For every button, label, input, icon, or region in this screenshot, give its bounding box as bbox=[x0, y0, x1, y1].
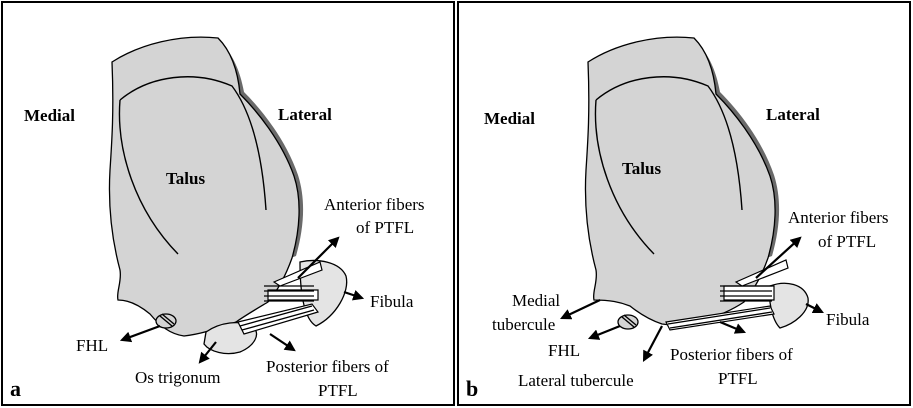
label-os-trigonum-a: Os trigonum bbox=[135, 368, 220, 387]
panel-letter-a: a bbox=[10, 376, 21, 401]
label-anterior-fibers-a-2: of PTFL bbox=[356, 218, 414, 237]
label-fhl-a: FHL bbox=[76, 336, 108, 355]
label-fhl-b: FHL bbox=[548, 341, 580, 360]
panel-a: Medial Lateral Talus Anterior fibers of … bbox=[2, 2, 454, 405]
label-posterior-fibers-b-1: Posterior fibers of bbox=[670, 345, 793, 364]
label-lateral-b: Lateral bbox=[766, 105, 820, 124]
panel-b: Medial Lateral Talus Anterior fibers of … bbox=[458, 2, 910, 405]
ptfl-anterior-fibers-b bbox=[724, 286, 774, 300]
label-posterior-fibers-a-1: Posterior fibers of bbox=[266, 357, 389, 376]
label-fibula-a: Fibula bbox=[370, 292, 414, 311]
label-medial-tubercule-b-1: Medial bbox=[512, 291, 560, 310]
label-talus-a: Talus bbox=[166, 169, 205, 188]
label-medial-a: Medial bbox=[24, 106, 75, 125]
label-lateral-tubercule-b: Lateral tubercule bbox=[518, 371, 634, 390]
label-posterior-fibers-b-2: PTFL bbox=[718, 369, 758, 388]
panel-letter-b: b bbox=[466, 376, 478, 401]
label-medial-tubercule-b-2: tubercule bbox=[492, 315, 555, 334]
label-talus-b: Talus bbox=[622, 159, 661, 178]
label-medial-b: Medial bbox=[484, 109, 535, 128]
label-anterior-fibers-b-1: Anterior fibers bbox=[788, 208, 889, 227]
label-anterior-fibers-b-2: of PTFL bbox=[818, 232, 876, 251]
label-lateral-a: Lateral bbox=[278, 105, 332, 124]
label-anterior-fibers-a-1: Anterior fibers bbox=[324, 195, 425, 214]
label-fibula-b: Fibula bbox=[826, 310, 870, 329]
label-posterior-fibers-a-2: PTFL bbox=[318, 381, 358, 400]
